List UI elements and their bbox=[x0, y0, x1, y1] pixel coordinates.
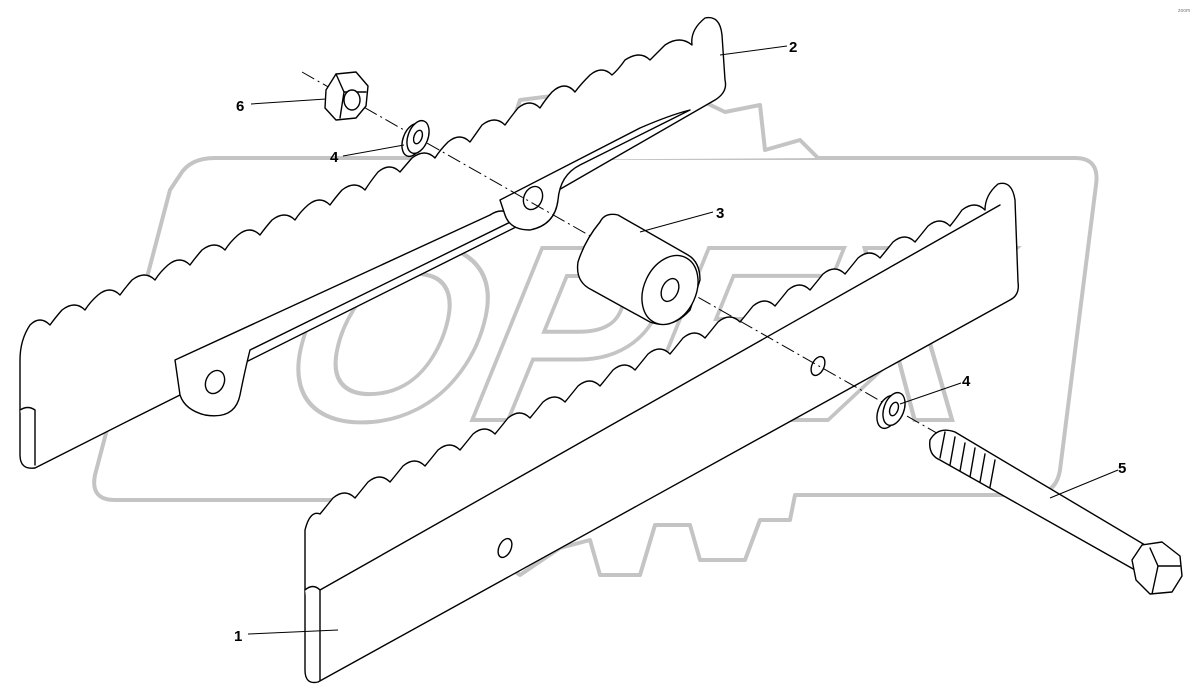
part-3-spacer bbox=[576, 213, 701, 326]
part-4-washer-lower bbox=[876, 391, 906, 430]
callout-5: 5 bbox=[1118, 460, 1126, 477]
callout-3: 3 bbox=[716, 205, 724, 222]
part-4-washer-upper bbox=[401, 119, 430, 158]
callout-2: 2 bbox=[789, 39, 797, 56]
leader-5 bbox=[1049, 469, 1119, 499]
leader-4-lower bbox=[899, 382, 962, 405]
rack-1-hole-left bbox=[497, 537, 513, 559]
leader-3 bbox=[639, 211, 714, 233]
leader-4-upper bbox=[342, 144, 405, 157]
part-1-lower-rack bbox=[304, 182, 1020, 684]
rack-2-lug-upper bbox=[499, 109, 691, 231]
corner-note: zoom bbox=[1178, 8, 1190, 14]
rack-1-hole-right bbox=[810, 355, 826, 377]
callout-6: 6 bbox=[236, 98, 244, 115]
part-5-bolt bbox=[929, 429, 1183, 595]
rack-2-hole-lower bbox=[204, 369, 226, 395]
callouts: 1 2 3 4 4 5 6 bbox=[234, 39, 1126, 645]
part-2-upper-rack bbox=[19, 16, 727, 469]
callout-4-lower: 4 bbox=[962, 373, 971, 390]
part-6-hex-nut bbox=[324, 71, 369, 121]
callout-4-upper: 4 bbox=[330, 149, 339, 166]
leader-2 bbox=[719, 45, 788, 56]
rack-2-hole-upper bbox=[522, 185, 544, 211]
leader-6 bbox=[250, 98, 327, 105]
leader-1 bbox=[247, 629, 339, 635]
callout-1: 1 bbox=[234, 628, 242, 645]
